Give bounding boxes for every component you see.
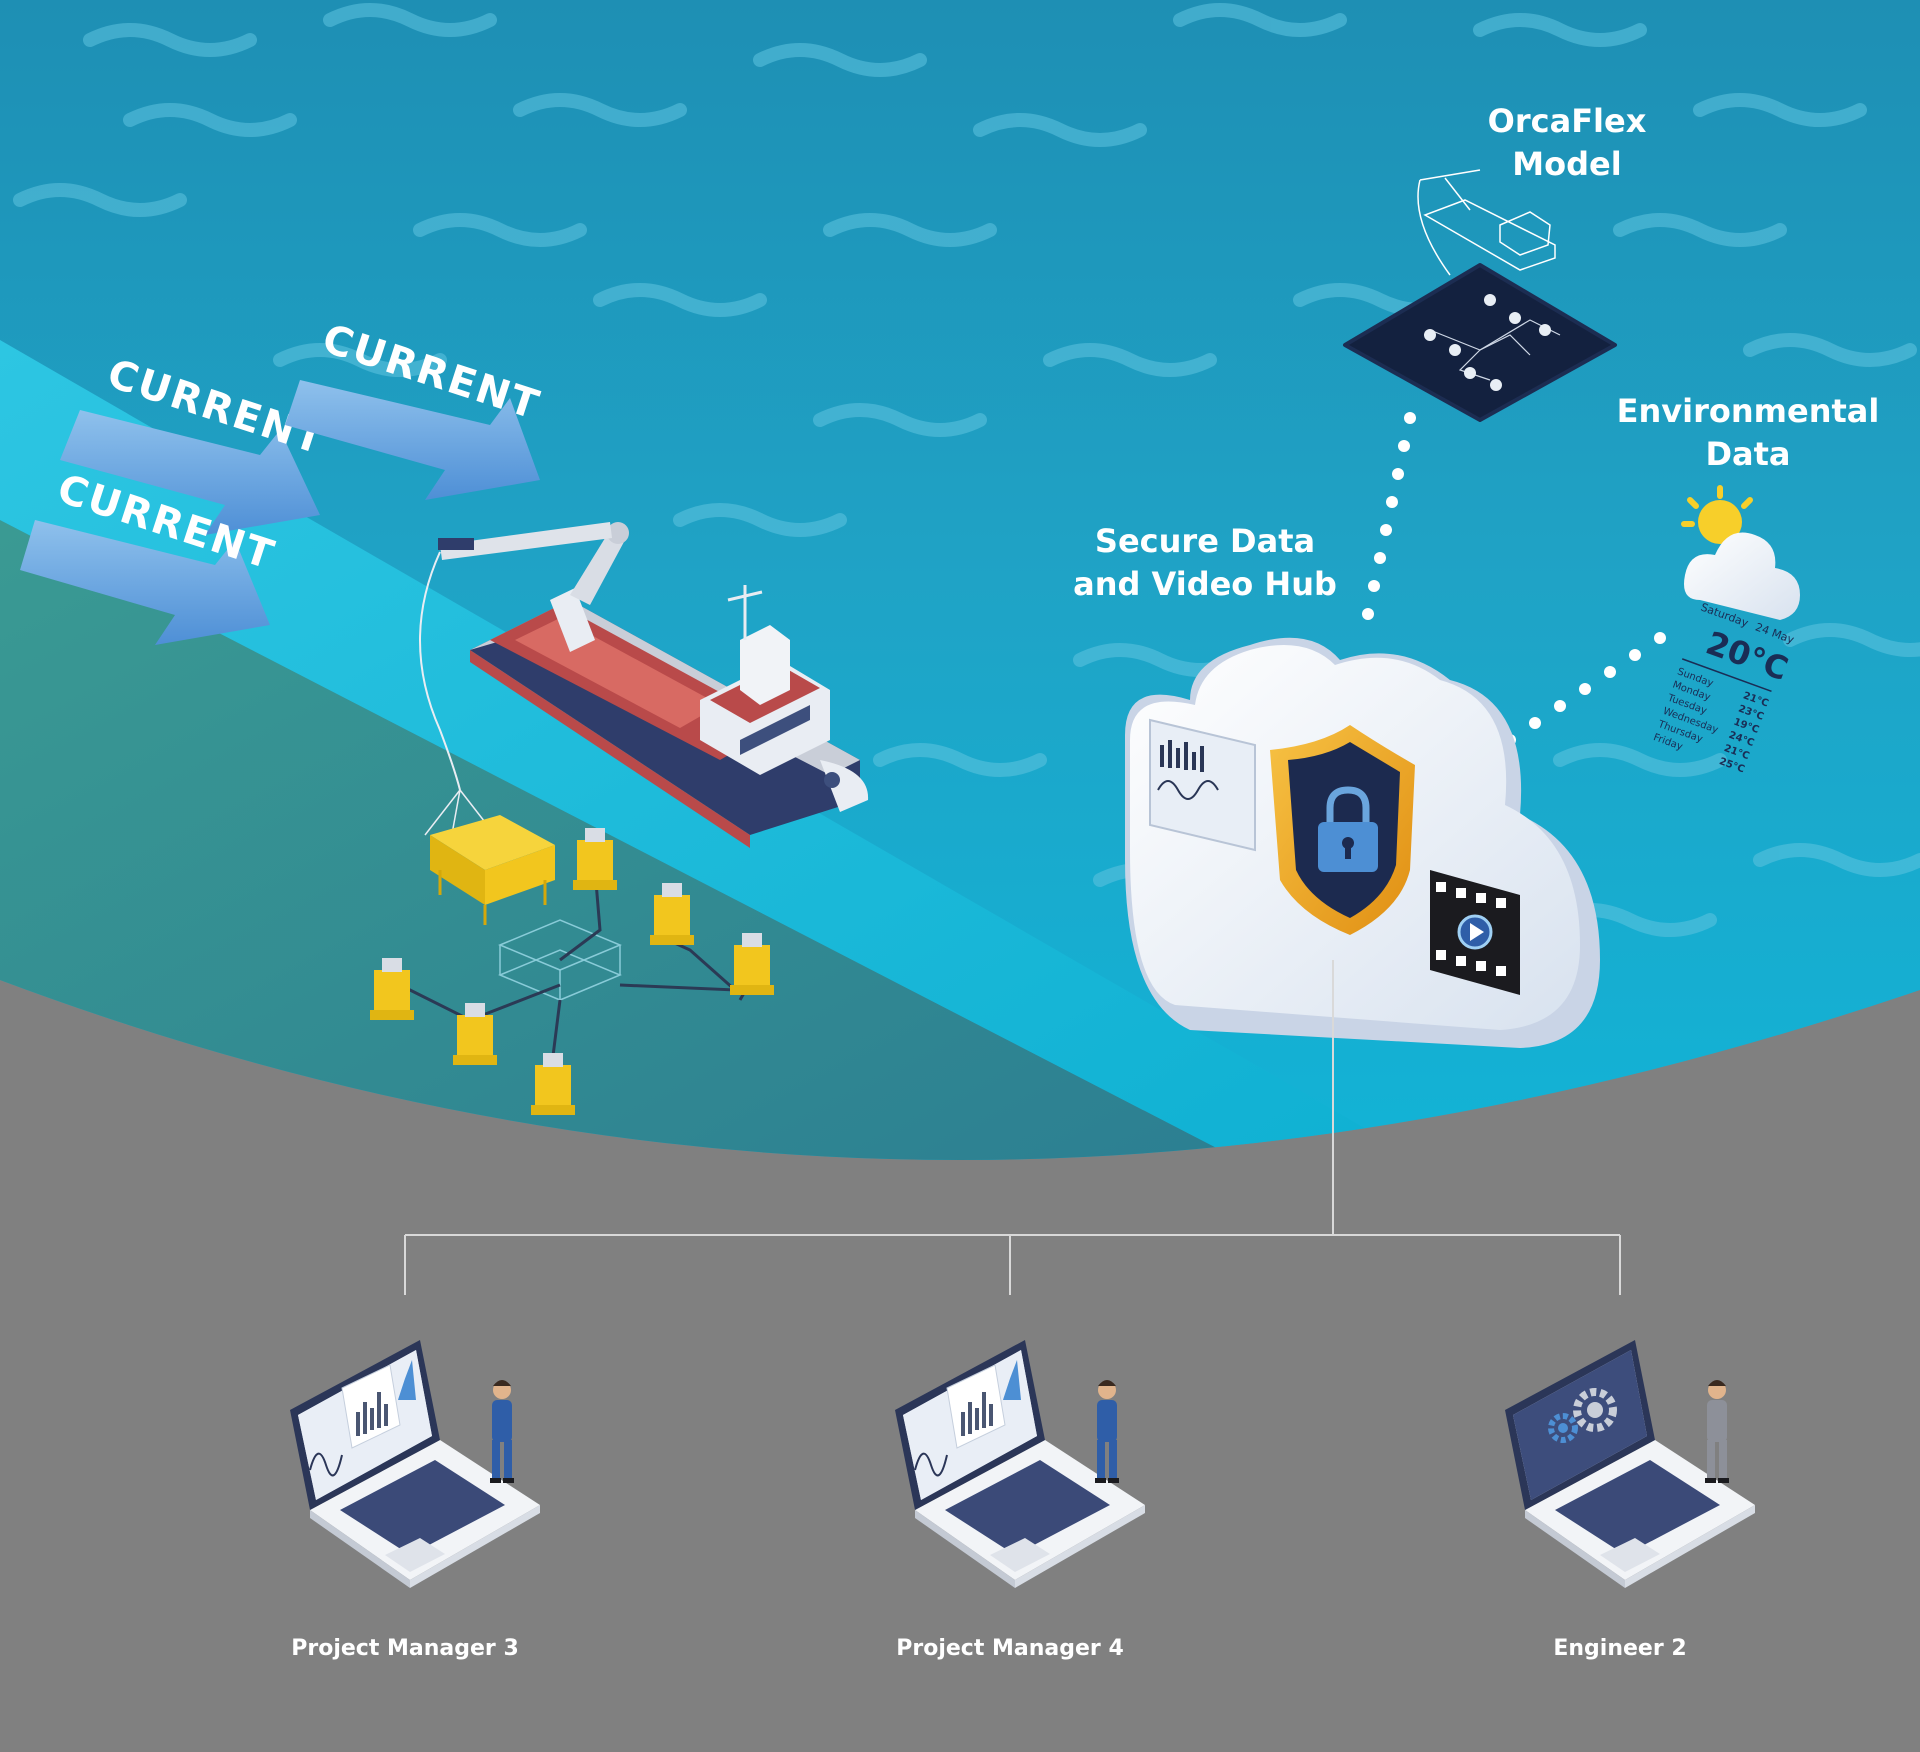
video-film-icon <box>1430 870 1520 995</box>
svg-text:Model: Model <box>1512 145 1621 183</box>
subsea-template-lifted <box>430 815 555 925</box>
orcaflex-vessel-wireframe <box>1417 169 1556 276</box>
subsea-wellheads <box>370 828 774 1115</box>
user-station: Project Manager 3 <box>290 1340 540 1661</box>
person-icon <box>490 1380 514 1483</box>
ocean <box>0 0 1920 1160</box>
person-icon <box>1705 1380 1729 1483</box>
sun-icon <box>1681 485 1753 544</box>
dashboard-icon <box>1149 718 1256 852</box>
svg-text:Secure Data: Secure Data <box>1095 522 1315 560</box>
gear-icon <box>1513 1350 1647 1500</box>
orcaflex-model: OrcaFlex Model <box>1343 102 1647 422</box>
secure-data-hub: Secure Data and Video Hub <box>1073 522 1600 1048</box>
person-icon <box>1095 1380 1119 1483</box>
user-label: Project Manager 4 <box>896 1636 1124 1661</box>
svg-text:Data: Data <box>1705 435 1790 473</box>
analytics-chart-icon <box>298 1350 432 1500</box>
svg-text:OrcaFlex: OrcaFlex <box>1488 102 1647 140</box>
dotted-connector-orcaflex <box>1362 412 1416 620</box>
wave-ripples <box>13 3 1920 937</box>
user-station: Project Manager 4 <box>895 1340 1145 1661</box>
network-lines <box>404 960 1621 1295</box>
offshore-vessel <box>419 522 869 848</box>
analytics-chart-icon <box>903 1350 1037 1500</box>
cloud-icon <box>1684 532 1800 620</box>
user-station: Engineer 2 <box>1505 1340 1755 1661</box>
orcaflex-seabed-tile <box>1343 263 1617 422</box>
padlock-icon <box>1318 786 1378 872</box>
svg-text:and Video Hub: and Video Hub <box>1073 565 1337 603</box>
user-label: Project Manager 3 <box>291 1636 519 1661</box>
user-label: Engineer 2 <box>1553 1636 1686 1661</box>
svg-text:Environmental: Environmental <box>1617 392 1880 430</box>
